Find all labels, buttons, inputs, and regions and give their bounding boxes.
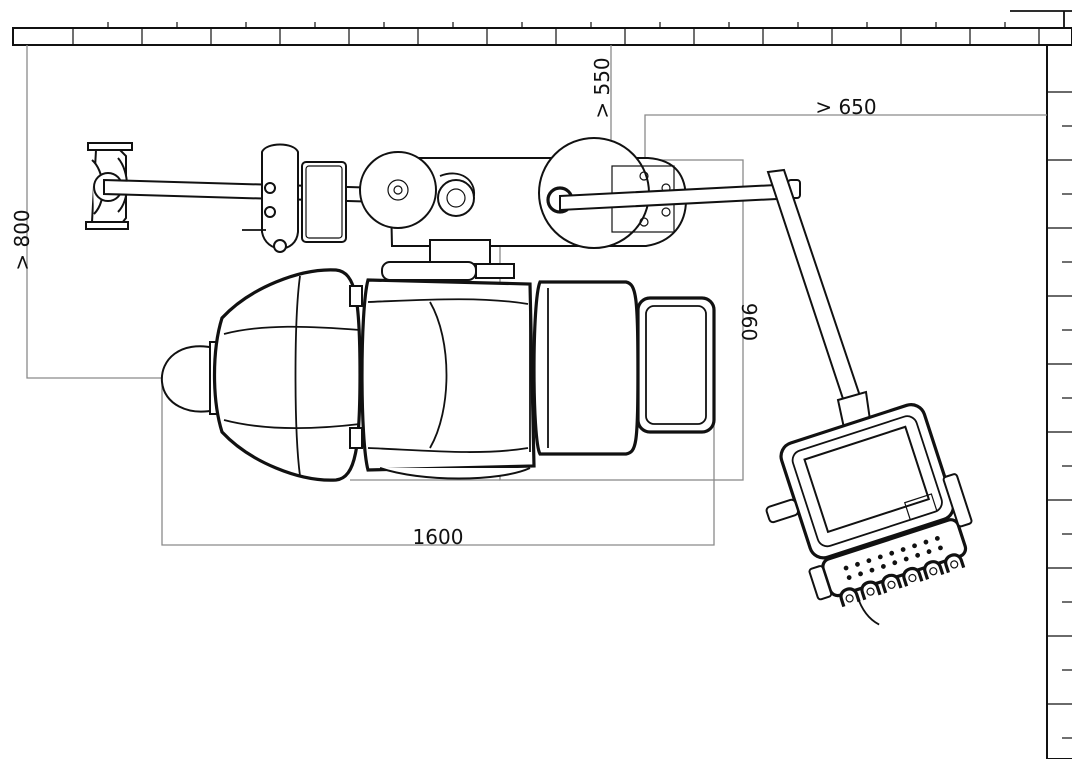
dimension-right-clearance: > 650 (815, 95, 876, 119)
delivery-unit-pole (766, 168, 872, 430)
dimension-top-clearance: > 550 (590, 57, 614, 118)
dimension-chair-width: 960 (737, 303, 761, 341)
assistant-instrument-holder (242, 143, 347, 253)
delivery-unit (765, 403, 973, 626)
spittoon-bowl (359, 137, 688, 265)
dental-chair (160, 261, 640, 482)
dimension-left-clearance: > 800 (10, 209, 34, 270)
top-wall (12, 10, 1072, 46)
foot-control (636, 296, 716, 434)
delivery-arm (559, 179, 801, 212)
right-wall (1046, 44, 1072, 759)
dimension-chair-length: 1600 (413, 525, 464, 549)
